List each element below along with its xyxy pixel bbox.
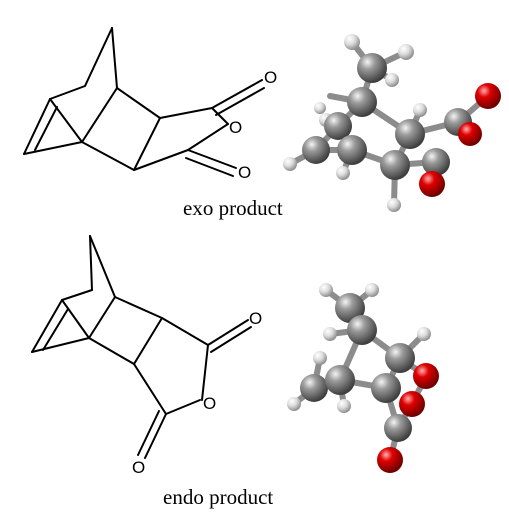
endo-oxygen-label-2: O [203, 394, 216, 413]
endo-oxygen-atom [399, 391, 425, 417]
endo-skeletal-structure: O O O [31, 235, 262, 477]
endo-hydrogen-atom [323, 327, 337, 341]
exo-caption: exo product [183, 196, 283, 220]
endo-caption: endo product [163, 485, 274, 509]
endo-carbon-atom [300, 374, 328, 402]
exo-skeletal-structure: O O O [23, 27, 277, 182]
endo-oxygen-label-3: O [132, 458, 145, 477]
exo-oxygen-atom [475, 83, 501, 109]
exo-hydrogen-atom [413, 103, 427, 117]
exo-oxygen-label-2: O [229, 118, 242, 137]
exo-3d-model [283, 34, 501, 212]
endo-hydrogen-atom [417, 327, 431, 341]
exo-hydrogen-atom [398, 44, 414, 60]
exo-oxygen-atom [419, 171, 445, 197]
exo-carbon-atom [380, 150, 410, 180]
exo-carbon-atom [395, 119, 425, 149]
endo-hydrogen-atom [337, 399, 351, 413]
endo-carbon-atom [347, 315, 377, 345]
exo-hydrogen-atom [314, 102, 326, 114]
endo-3d-model [287, 283, 439, 473]
endo-carbon-atom [335, 293, 365, 323]
exo-hydrogen-atom [385, 73, 399, 87]
endo-oxygen-label-1: O [249, 309, 262, 328]
exo-hydrogen-atom [387, 198, 401, 212]
exo-oxygen-label-1: O [264, 68, 277, 87]
endo-carbon-atom [385, 343, 415, 373]
exo-carbon-atom [347, 87, 377, 117]
endo-carbon-atom [371, 373, 401, 403]
exo-carbon-atom [302, 136, 330, 164]
exo-carbon-atom [337, 135, 367, 165]
exo-hydrogen-atom [336, 166, 350, 180]
exo-carbon-atom [324, 112, 352, 140]
exo-carbon-atom [422, 148, 450, 176]
exo-hydrogen-atom [283, 157, 297, 171]
endo-hydrogen-atom [313, 351, 327, 365]
endo-carbon-atom [384, 414, 412, 442]
exo-oxygen-atom [458, 122, 482, 146]
endo-hydrogen-atom [287, 397, 301, 411]
endo-oxygen-atom [413, 363, 439, 389]
endo-carbon-atom [325, 365, 355, 395]
endo-oxygen-atom [377, 447, 403, 473]
exo-oxygen-label-3: O [238, 163, 251, 182]
endo-hydrogen-atom [319, 283, 333, 297]
exo-hydrogen-atom [344, 34, 360, 50]
endo-hydrogen-atom [365, 283, 379, 297]
exo-carbon-atom [357, 53, 387, 83]
